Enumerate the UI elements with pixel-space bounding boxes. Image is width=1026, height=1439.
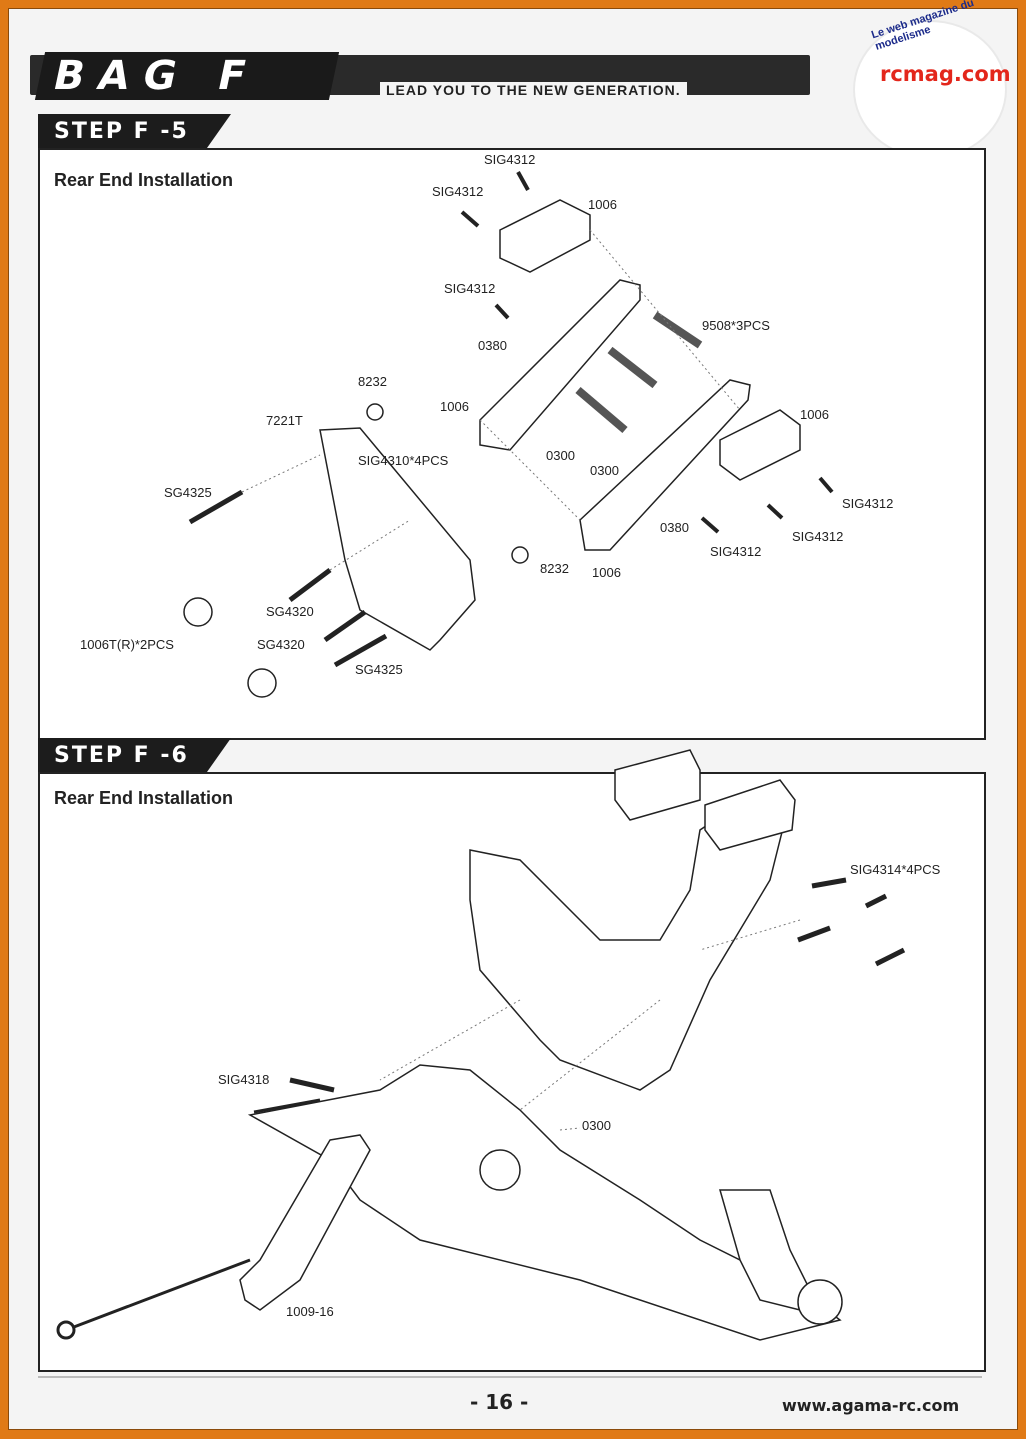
label-sg4320-1: SG4320 xyxy=(266,604,314,619)
page-number: - 16 - xyxy=(470,1390,529,1414)
rear-brace-1009-16 xyxy=(239,1134,371,1311)
label-1009-16: 1009-16 xyxy=(286,1304,334,1319)
screw-sig4314-a xyxy=(811,877,847,889)
label-sig4318: SIG4318 xyxy=(218,1072,270,1087)
screw-sig4318 xyxy=(289,1077,335,1093)
screw-sig4312-d xyxy=(818,476,834,494)
ball-stud-8232-b xyxy=(511,546,529,564)
upper-mount-left xyxy=(614,749,701,821)
label-sg4320-2: SG4320 xyxy=(257,637,305,652)
plate-7221T xyxy=(319,427,476,651)
screw-sg4320-b xyxy=(323,609,367,643)
brace-rod xyxy=(253,1098,321,1114)
screw-sg4325-b xyxy=(333,633,388,668)
header-tagline: LEAD YOU TO THE NEW GENERATION. xyxy=(380,82,687,98)
label-0380-2: 0380 xyxy=(660,520,689,535)
screw-sig4312-b xyxy=(460,210,480,228)
footer-url: www.agama-rc.com xyxy=(782,1396,960,1415)
rcmag-logo xyxy=(855,22,1005,157)
drive-cup xyxy=(56,1320,76,1340)
screw-sig4312-e xyxy=(766,503,784,520)
rear-shock-tower-assembly xyxy=(469,789,791,1091)
arm-1006-lower xyxy=(579,379,751,551)
screw-sig4312-c xyxy=(494,303,510,320)
step-f6-tab: STEP F -6 xyxy=(38,738,231,772)
logo-text: rcmag.com xyxy=(880,62,1011,86)
pin-9508-b xyxy=(607,346,658,389)
label-8232-2: 8232 xyxy=(540,561,569,576)
screw-sig4314-d xyxy=(874,947,906,967)
screw-sg4325-a xyxy=(188,489,244,525)
screw-sg4320-a xyxy=(288,568,332,602)
screw-sig4312-f xyxy=(700,516,720,534)
label-sig4314: SIG4314*4PCS xyxy=(850,862,941,877)
upper-mount-right xyxy=(704,779,796,851)
label-sig4312-4: SIG4312 xyxy=(842,496,894,511)
label-1006-3: 1006 xyxy=(800,407,829,422)
differential-cup xyxy=(479,1149,521,1191)
label-sig4310: SIG4310*4PCS xyxy=(358,453,449,468)
label-1006-2: 1006 xyxy=(440,399,469,414)
label-8232-1: 8232 xyxy=(358,374,387,389)
step-f6-title: Rear End Installation xyxy=(54,788,234,808)
label-0300-2: 0300 xyxy=(590,463,619,478)
label-1006-4: 1006 xyxy=(592,565,621,580)
label-0380-1: 0380 xyxy=(478,338,507,353)
label-sig4312-2: SIG4312 xyxy=(432,184,484,199)
label-0300: 0300 xyxy=(582,1118,611,1133)
label-1006TR: 1006T(R)*2PCS xyxy=(80,637,174,652)
label-sig4312-3: SIG4312 xyxy=(444,281,496,296)
label-sg4325-2: SG4325 xyxy=(355,662,403,677)
mount-1006-top xyxy=(499,199,591,273)
step-f5-title: Rear End Installation xyxy=(54,170,234,190)
pin-9508-a xyxy=(652,311,703,349)
screw-sig4314-b xyxy=(864,893,888,909)
screw-sig4312-a xyxy=(516,171,530,191)
label-9508: 9508*3PCS xyxy=(702,318,770,333)
label-sg4325-1: SG4325 xyxy=(164,485,212,500)
label-sig4312-1: SIG4312 xyxy=(484,152,536,167)
label-0300-1: 0300 xyxy=(546,448,575,463)
step-f5-tab: STEP F -5 xyxy=(38,114,231,148)
mount-1006-right xyxy=(719,409,801,481)
ball-end-1006T-b xyxy=(247,668,277,698)
ball-end-1006T-a xyxy=(183,597,213,627)
pin-9508-c xyxy=(575,386,628,434)
arm-1006-upper xyxy=(479,279,641,451)
screw-sig4314-c xyxy=(797,925,831,943)
label-sig4312-6: SIG4312 xyxy=(710,544,762,559)
footer-divider xyxy=(38,1376,982,1378)
drive-shaft xyxy=(65,1258,251,1332)
label-sig4312-5: SIG4312 xyxy=(792,529,844,544)
label-7221T: 7221T xyxy=(266,413,303,428)
ball-stud-8232-a xyxy=(366,403,384,421)
label-1006-1: 1006 xyxy=(588,197,617,212)
right-wheel-hub xyxy=(797,1279,843,1325)
